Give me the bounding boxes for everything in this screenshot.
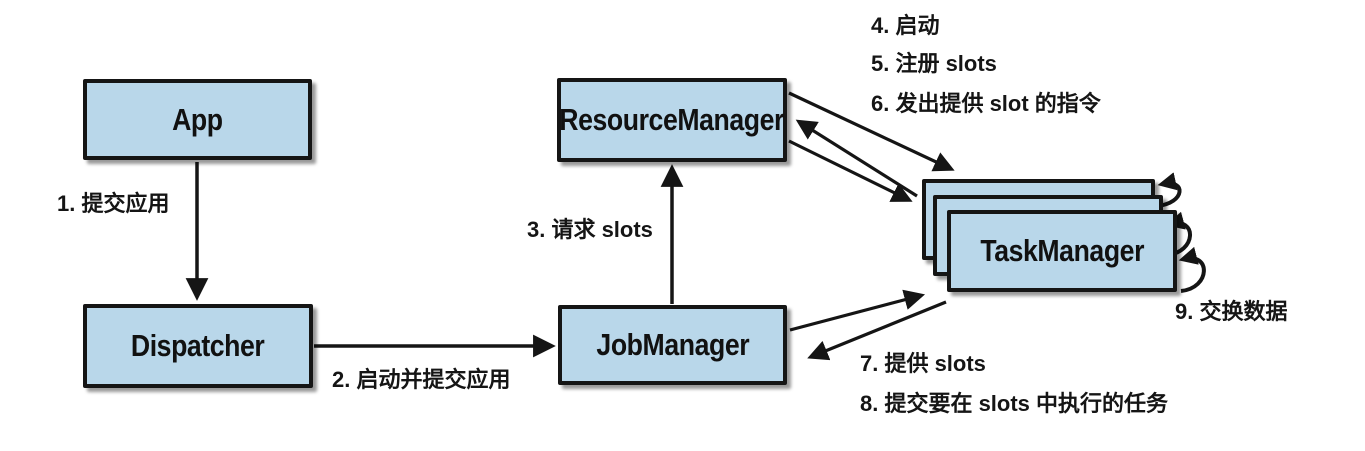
step-label-9: 9. 交换数据 <box>1175 299 1288 324</box>
node-job-manager: JobManager <box>558 305 787 385</box>
arrow-step-5-taskmanager-to-resourcemanager <box>795 119 918 198</box>
step-label-4: 4. 启动 <box>871 13 940 38</box>
step-label-3: 3. 请求 slots <box>527 217 653 242</box>
step-label-6: 6. 发出提供 slot 的指令 <box>871 91 1101 116</box>
step-label-7: 7. 提供 slots <box>860 351 986 376</box>
node-app-label: App <box>172 101 223 137</box>
node-task-manager: TaskManager <box>947 210 1177 292</box>
node-task-manager-label: TaskManager <box>980 233 1144 268</box>
arrow-step-9-self-loop-3 <box>1178 246 1206 293</box>
node-resource-manager-label: ResourceManager <box>559 102 785 137</box>
node-resource-manager: ResourceManager <box>557 78 787 162</box>
node-dispatcher-label: Dispatcher <box>131 328 265 363</box>
node-job-manager-label: JobManager <box>596 327 749 362</box>
step-label-2: 2. 启动并提交应用 <box>332 367 511 392</box>
step-label-1: 1. 提交应用 <box>57 191 170 216</box>
step-label-8: 8. 提交要在 slots 中执行的任务 <box>860 391 1169 416</box>
node-app: App <box>83 79 312 160</box>
step-label-5: 5. 注册 slots <box>871 51 997 76</box>
arrow-step-8-jobmanager-to-taskmanager <box>789 289 926 332</box>
node-dispatcher: Dispatcher <box>83 304 313 388</box>
arrow-step-6-resourcemanager-to-taskmanager <box>788 139 913 202</box>
